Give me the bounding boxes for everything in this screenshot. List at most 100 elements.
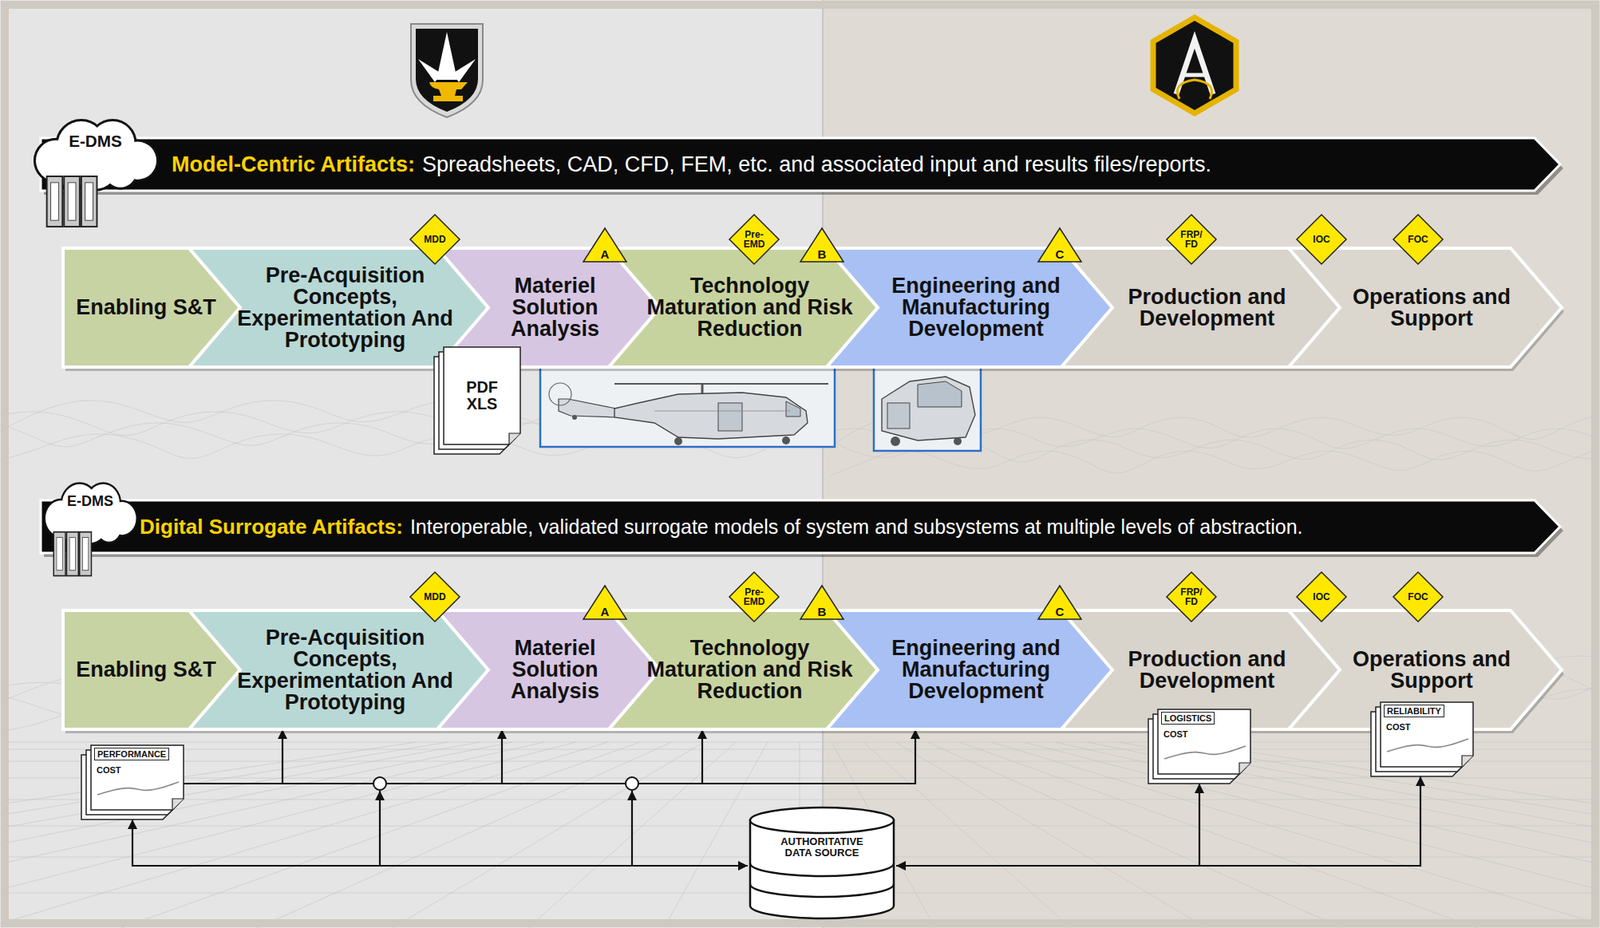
banner-heading: Model-Centric Artifacts: (171, 154, 415, 176)
milestone-diamond: MDD (408, 570, 462, 624)
milestone-triangle: C (1036, 584, 1083, 621)
feed-wire (379, 790, 381, 866)
cylinder-body (750, 820, 894, 919)
milestone-triangle-label: B (817, 248, 827, 261)
page-fold (172, 798, 184, 810)
milestone-diamond-label: IOC (1307, 234, 1336, 245)
junction-circle (373, 777, 387, 791)
document-label: COST (1386, 721, 1411, 733)
terrain-line (829, 449, 1597, 476)
cloud-edge (104, 155, 136, 187)
milestone-triangle: B (798, 584, 846, 621)
milestone-triangle: B (798, 226, 846, 264)
milestone-triangle-label: A (600, 248, 610, 261)
tail-boom (558, 399, 617, 418)
page-sheet (90, 745, 184, 810)
grid-line (991, 742, 1600, 928)
page-sheet (1380, 702, 1474, 767)
document-icon: PERFORMANCECOST (81, 745, 184, 820)
door (718, 402, 743, 431)
server-icon (63, 176, 80, 227)
server-icon (53, 532, 66, 577)
grid-line (528, 742, 736, 928)
milestone-diamond: FOC (1391, 213, 1445, 266)
cloud-fill (97, 513, 122, 542)
mast (701, 383, 704, 394)
server-slot (69, 537, 76, 571)
server-icon (47, 176, 64, 227)
cloud-storage-icon-label: E-DMS (32, 133, 159, 151)
image-frame (873, 364, 981, 451)
army-futures-logo (410, 23, 483, 118)
phase-chevron-label: Pre-Acquisition Concepts, Experimentatio… (221, 627, 470, 714)
document-label: COST (1163, 728, 1189, 740)
document-label: COST (96, 764, 122, 776)
wheel (782, 436, 791, 445)
wheel (674, 437, 683, 446)
wheel (572, 414, 577, 420)
phase-chevron-label: Engineering and Manufacturing Developmen… (858, 637, 1094, 703)
server-slot (85, 182, 94, 221)
banner-arrow (40, 500, 1561, 554)
phase-chevron-label: Materiel Solution Analysis (469, 275, 641, 340)
chevron-shape (1061, 248, 1340, 368)
phase-chevron: Technology Maturation and Risk Reduction (608, 248, 878, 368)
phase-chevron-label: Enabling S&T (75, 659, 217, 681)
phase-chevron: Technology Maturation and Risk Reduction (608, 610, 878, 730)
helicopter-nose-view (873, 364, 981, 451)
milestone-triangle-label: C (1055, 605, 1065, 618)
milestone-triangle: A (581, 584, 629, 621)
phase-chevron: Operations and Support (1288, 248, 1562, 368)
phase-chevron-label: Production and Development (1093, 648, 1321, 692)
milestone-diamond: IOC (1295, 213, 1348, 266)
panel-line (654, 410, 791, 412)
triangle-shape (1038, 228, 1082, 262)
phase-chevron-label: Engineering and Manufacturing Developmen… (858, 275, 1094, 340)
grid-line (0, 742, 513, 928)
grid-line (0, 742, 609, 928)
grid-line (0, 742, 481, 928)
banner-heading: Digital Surrogate Artifacts: (139, 516, 403, 538)
phase-chevron-label: Technology Maturation and Risk Reduction (640, 275, 859, 340)
chevron-shape (608, 610, 878, 730)
phase-chevron: Pre-Acquisition Concepts, Experimentatio… (189, 248, 489, 368)
cockpit-window (786, 401, 801, 417)
fuselage (614, 392, 808, 439)
grid-line (256, 742, 672, 928)
milestone-diamond: Pre-EMD (727, 213, 781, 266)
cylinder-band (750, 884, 894, 897)
chevron-shape (608, 248, 878, 368)
document-icon: PDF XLS (434, 347, 521, 455)
document-icon-label: PDF XLS (443, 347, 521, 445)
cloud-storage-icon: E-DMS (43, 482, 138, 579)
milestone-triangle-label: B (817, 605, 827, 618)
data-flow-connector (896, 776, 1421, 866)
phase-chevron-label: Operations and Support (1320, 286, 1543, 330)
wheel (890, 436, 901, 447)
artifact-banner: Digital Surrogate Artifacts:Interoperabl… (40, 500, 1561, 554)
chevron-shape (1061, 610, 1340, 730)
grid-line (0, 742, 417, 928)
wheel (953, 437, 962, 446)
phase-chevron-label: Production and Development (1093, 286, 1321, 330)
phase-chevron-label: Pre-Acquisition Concepts, Experimentatio… (221, 264, 470, 352)
page-sheet (1157, 709, 1251, 775)
chevron-shape (1288, 610, 1562, 730)
document-tab: LOGISTICS (1161, 711, 1215, 725)
acquisition-logo (1153, 17, 1237, 114)
triangle-shape (800, 228, 844, 262)
cockpit-window (917, 381, 962, 407)
phase-chevron: Engineering and Manufacturing Developmen… (826, 248, 1113, 368)
database-cylinder-outline (747, 805, 897, 919)
document-icon: LOGISTICS COST (1148, 709, 1251, 784)
phase-chevron-label: Enabling S&T (75, 296, 217, 319)
data-flow-connector (132, 819, 748, 866)
milestone-triangle-label: A (600, 605, 610, 618)
page-sheet (443, 347, 521, 445)
phase-chevron: Engineering and Manufacturing Developmen… (826, 610, 1113, 730)
banner-body: Spreadsheets, CAD, CFD, FEM, etc. and as… (422, 154, 1212, 176)
triangle-shape (800, 585, 844, 620)
data-flow-connector (183, 729, 283, 784)
milestone-triangle: A (581, 226, 629, 264)
feed-wire (631, 790, 633, 866)
